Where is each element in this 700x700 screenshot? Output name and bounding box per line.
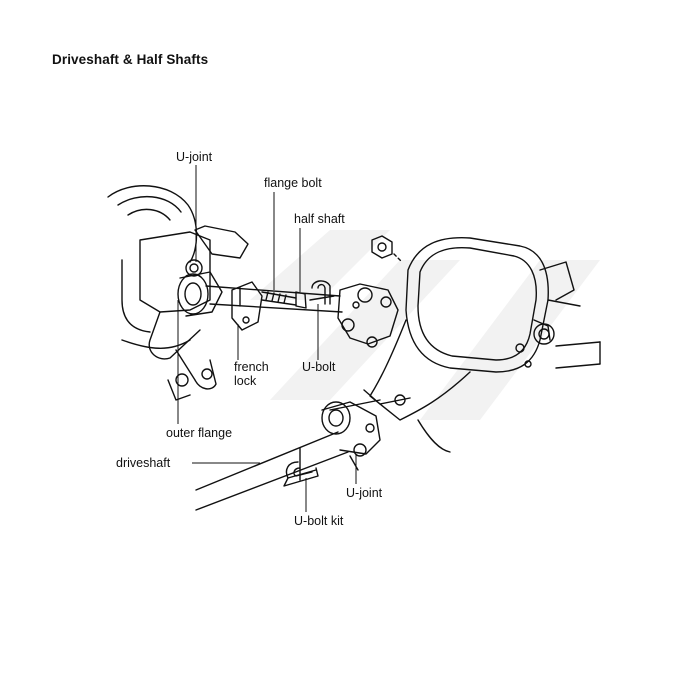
outer-ujoint-flange xyxy=(177,259,223,317)
label-ubolt: U-bolt xyxy=(302,360,336,374)
knuckle-assembly xyxy=(139,225,249,401)
leader-lines xyxy=(177,165,357,512)
watermark-logo xyxy=(250,230,600,420)
wheel-hub-outline xyxy=(107,185,198,349)
label-french-lock: french lock xyxy=(234,360,269,388)
label-half-shaft: half shaft xyxy=(294,212,345,226)
french-lock-plate xyxy=(231,281,263,331)
pinion-nut xyxy=(371,235,403,263)
flange-bolt xyxy=(261,291,307,309)
label-ubolt-kit: U-bolt kit xyxy=(294,514,344,528)
label-ujoint-top: U-joint xyxy=(176,150,213,164)
label-ujoint-bottom: U-joint xyxy=(346,486,383,500)
label-outer-flange: outer flange xyxy=(166,426,233,440)
label-flange-bolt: flange bolt xyxy=(264,176,322,190)
driveshaft-tube xyxy=(195,431,349,511)
label-driveshaft: driveshaft xyxy=(116,456,171,470)
ubolt-kit xyxy=(283,461,319,487)
inner-yoke xyxy=(337,283,399,348)
diagram-title: Driveshaft & Half Shafts xyxy=(52,52,209,67)
ubolt-half-shaft xyxy=(309,280,335,305)
rear-ujoint xyxy=(321,401,381,471)
differential-housing xyxy=(405,237,601,373)
